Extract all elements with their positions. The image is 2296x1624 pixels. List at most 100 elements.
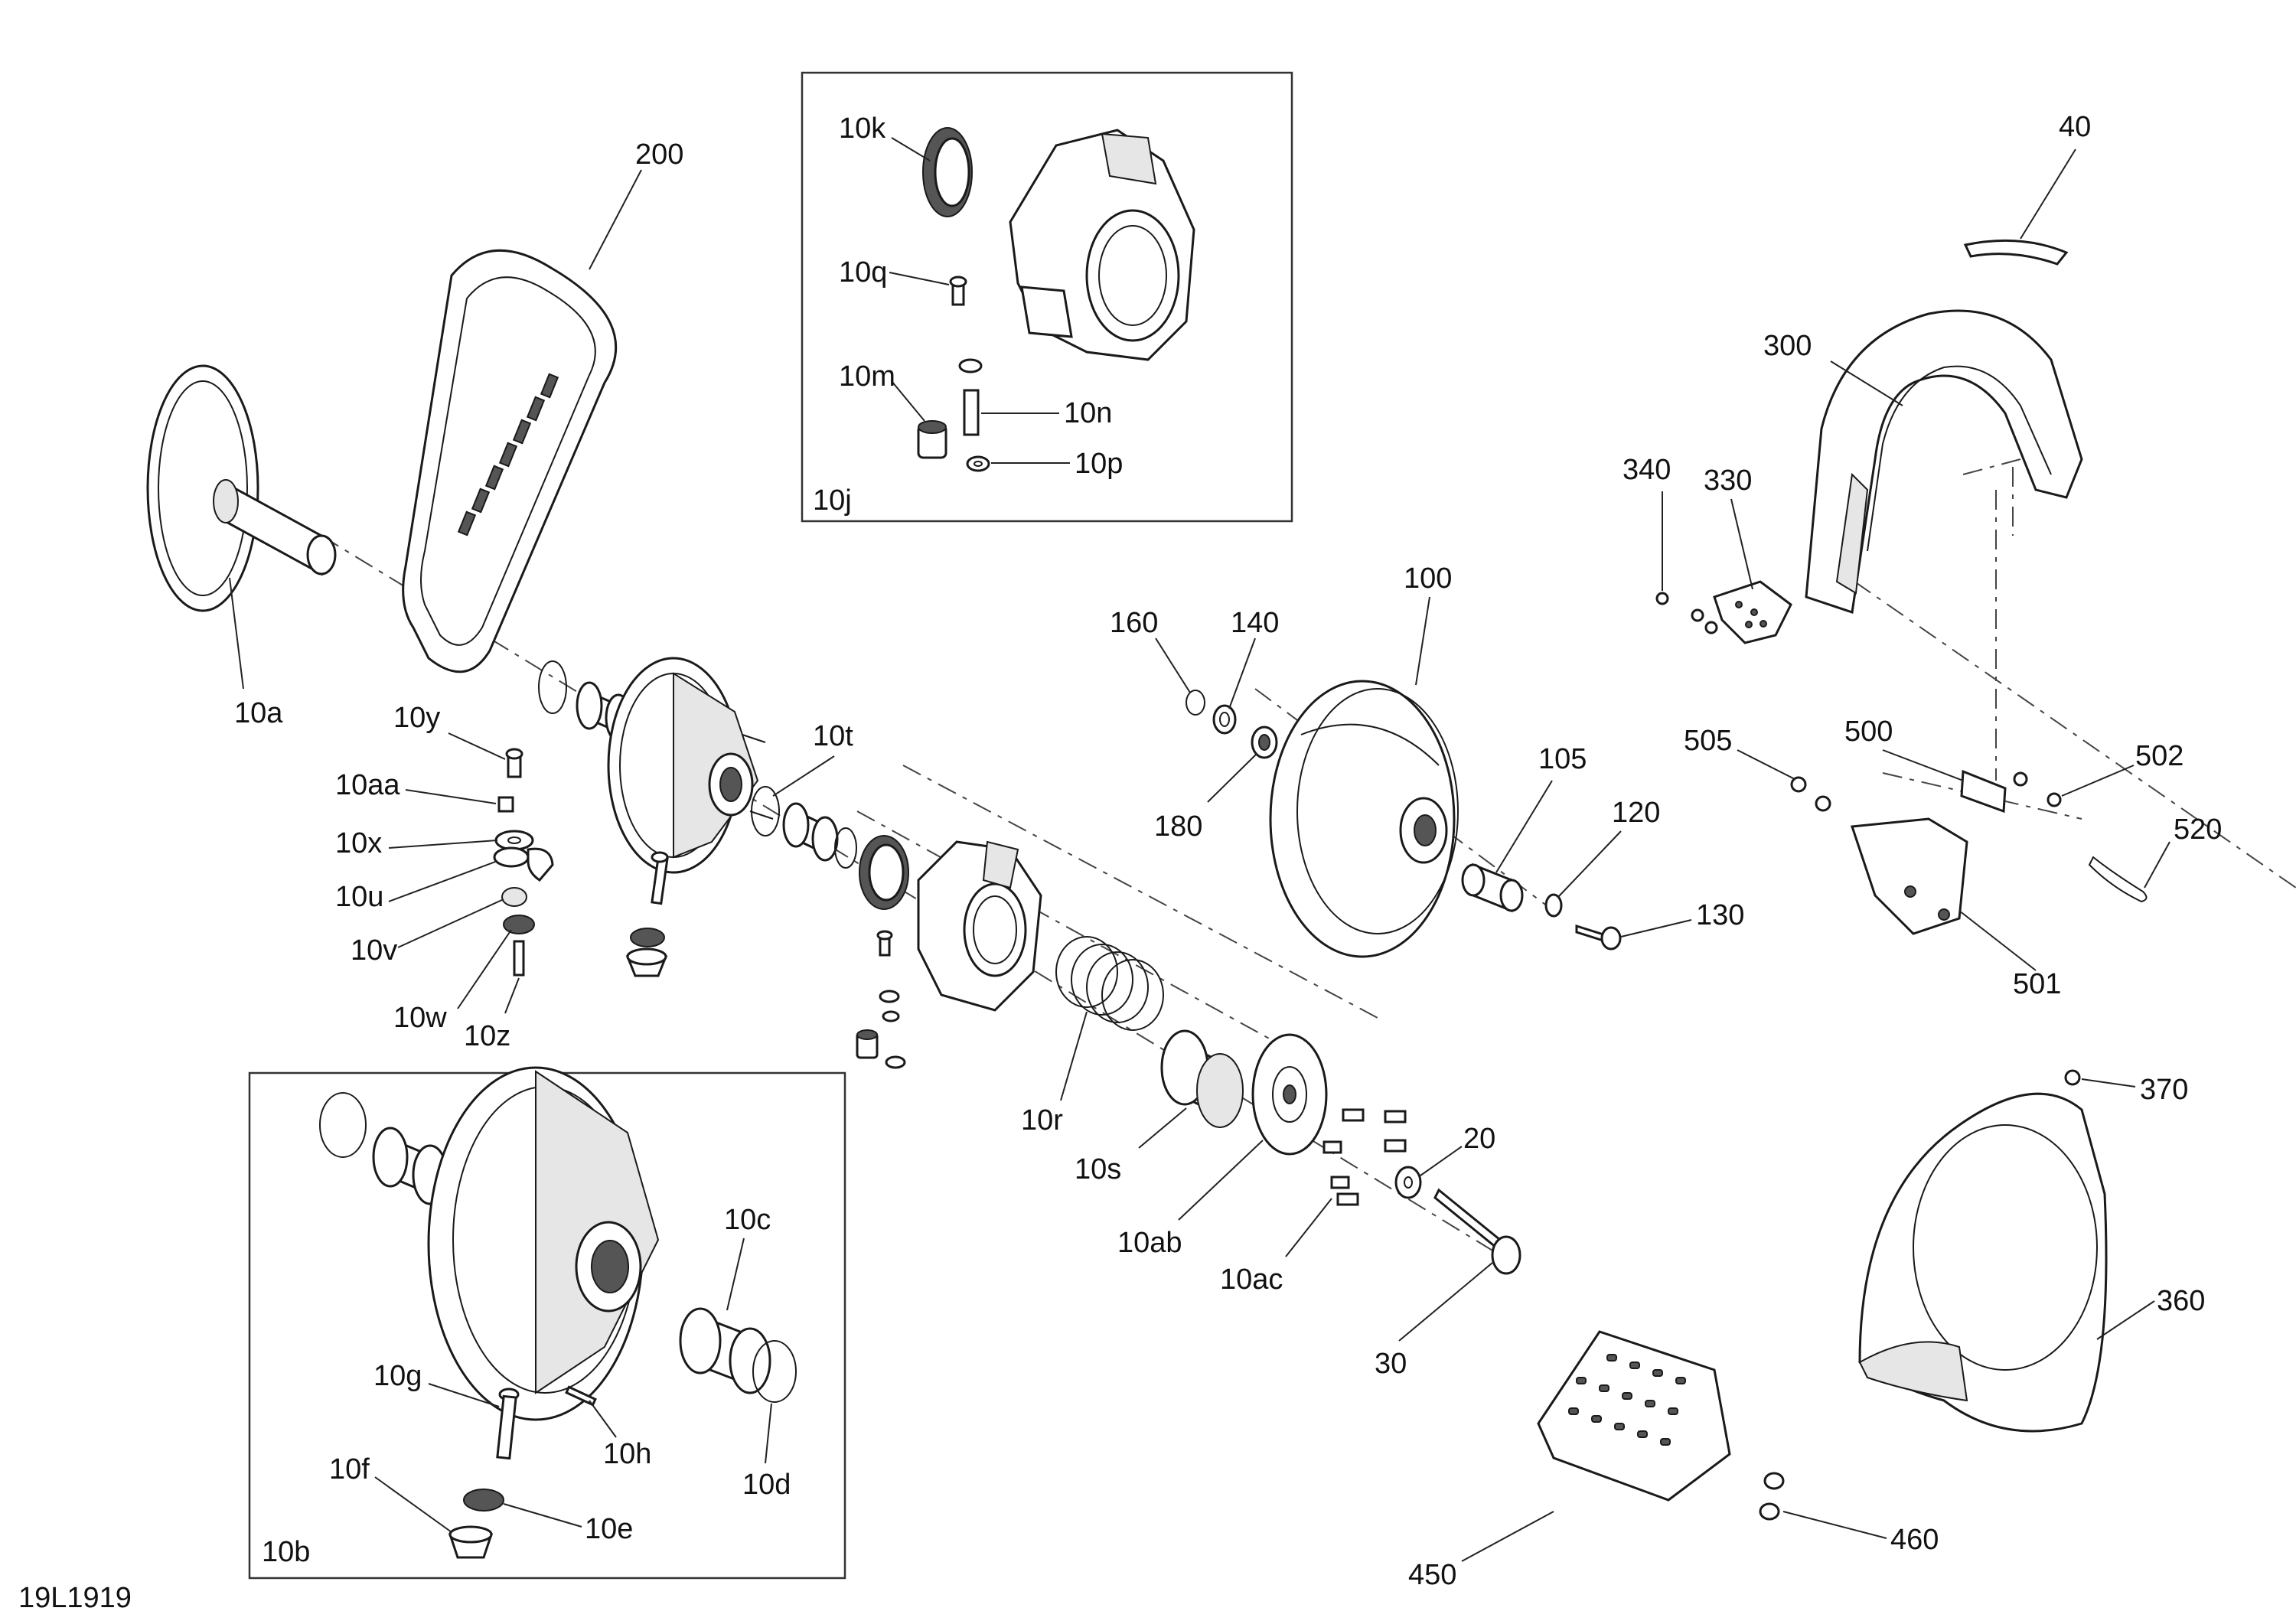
part-10h-pin xyxy=(565,1385,597,1407)
callout-330: 330 xyxy=(1704,465,1752,497)
part-10s-cap xyxy=(1160,1029,1244,1128)
callout-180: 180 xyxy=(1154,810,1202,843)
part-snap-ring-left xyxy=(538,660,567,714)
callout-30: 30 xyxy=(1375,1348,1407,1380)
callout-labels: 200 10a 10k 10q 10m 10n 10p 40 300 340 3… xyxy=(234,111,2222,1591)
callout-10ac: 10ac xyxy=(1220,1264,1283,1296)
callout-10w: 10w xyxy=(393,1002,447,1034)
callout-10aa: 10aa xyxy=(335,769,400,801)
callout-502: 502 xyxy=(2135,740,2183,772)
callout-450: 450 xyxy=(1408,1559,1456,1591)
part-10k-seal xyxy=(922,127,973,217)
part-130-bolt xyxy=(1575,924,1622,951)
part-10z-pin xyxy=(513,940,525,977)
callout-10e: 10e xyxy=(585,1513,633,1545)
inset-label-10b: 10b xyxy=(262,1536,310,1568)
part-340-nuts xyxy=(1655,592,1718,634)
part-10v-roller xyxy=(501,887,527,907)
callout-105: 105 xyxy=(1538,743,1587,775)
part-10c-bushing xyxy=(679,1307,771,1394)
part-160-ring xyxy=(1186,690,1205,716)
callout-340: 340 xyxy=(1623,454,1671,486)
callout-360: 360 xyxy=(2157,1285,2205,1317)
callout-10r: 10r xyxy=(1021,1104,1063,1136)
callout-140: 140 xyxy=(1231,607,1279,639)
part-10x-washer xyxy=(494,830,534,851)
part-roller-under-sheave xyxy=(625,928,668,977)
callout-10n: 10n xyxy=(1064,397,1112,429)
part-10w-spring xyxy=(503,915,535,934)
callout-leader-lines xyxy=(229,137,2170,1562)
part-10b-snap-ring xyxy=(319,1092,367,1158)
part-500-bracket xyxy=(1960,769,2007,814)
callout-520: 520 xyxy=(2174,814,2222,846)
callout-10z: 10z xyxy=(464,1020,510,1052)
part-10q-screw xyxy=(949,276,967,306)
part-10m-roller xyxy=(917,420,947,459)
part-10u-weight xyxy=(493,846,554,882)
callout-10g: 10g xyxy=(373,1360,422,1392)
part-330-bracket xyxy=(1713,580,1792,644)
part-10f-slider xyxy=(448,1525,494,1559)
part-370-fastener xyxy=(2064,1069,2081,1086)
part-10aa-nut xyxy=(497,796,514,813)
part-501-plate xyxy=(1850,817,1968,935)
part-40-decal xyxy=(1963,239,2069,266)
part-snap-ring-center xyxy=(834,827,857,869)
part-120-washer xyxy=(1544,893,1563,918)
part-bushing-center xyxy=(782,802,839,862)
part-140-ring xyxy=(1212,704,1237,735)
part-300-guard-upper xyxy=(1805,309,2083,614)
callout-10m: 10m xyxy=(839,360,895,393)
part-100-driven-pulley xyxy=(1269,680,1459,958)
callout-10ab: 10ab xyxy=(1117,1227,1182,1259)
part-10p-washer xyxy=(966,455,990,472)
part-450-skid-plate xyxy=(1537,1330,1731,1502)
part-10r-spring xyxy=(1055,936,1164,1031)
callout-10c: 10c xyxy=(724,1204,771,1236)
callout-10s: 10s xyxy=(1075,1153,1121,1185)
callout-10f: 10f xyxy=(329,1453,370,1485)
callout-130: 130 xyxy=(1696,899,1744,931)
part-20-washer xyxy=(1394,1166,1422,1199)
part-10t-snap-ring xyxy=(751,786,780,836)
callout-160: 160 xyxy=(1110,607,1158,639)
part-520-clip xyxy=(2088,856,2148,903)
callout-10x: 10x xyxy=(335,827,382,859)
callout-501: 501 xyxy=(2013,968,2061,1000)
part-10y-screw xyxy=(505,748,523,778)
callout-10y: 10y xyxy=(393,702,440,734)
callout-10d: 10d xyxy=(742,1469,791,1501)
part-30-bolt xyxy=(1433,1188,1521,1275)
callout-10q: 10q xyxy=(839,256,887,289)
part-10j-spider-housing xyxy=(1009,129,1195,361)
callout-370: 370 xyxy=(2140,1074,2188,1106)
part-105-spacer xyxy=(1461,863,1524,913)
callout-10h: 10h xyxy=(603,1438,651,1470)
callout-10a: 10a xyxy=(234,697,283,729)
callout-200: 200 xyxy=(635,139,683,171)
part-10k-seal-center xyxy=(859,835,909,910)
callout-10u: 10u xyxy=(335,881,383,913)
inset-frame-10j xyxy=(801,71,1293,523)
part-spider-washers xyxy=(879,990,906,1069)
part-10n-pin xyxy=(958,358,983,436)
part-10e-roller xyxy=(463,1489,504,1511)
part-spider-screw xyxy=(876,930,893,957)
callout-120: 120 xyxy=(1612,797,1660,829)
inset-label-10j: 10j xyxy=(813,484,852,517)
part-460-bolts xyxy=(1759,1472,1785,1521)
callout-300: 300 xyxy=(1763,330,1812,362)
part-505-nuts xyxy=(1790,776,1831,812)
part-movable-sheave xyxy=(607,657,774,874)
diagram-id: 19L1919 xyxy=(18,1582,132,1614)
part-spider-center xyxy=(917,840,1042,1012)
callout-500: 500 xyxy=(1844,716,1893,748)
assembly-axis-lines xyxy=(321,458,2296,1256)
callout-10p: 10p xyxy=(1075,448,1123,480)
part-10ac-screws xyxy=(1322,1108,1407,1206)
callout-20: 20 xyxy=(1463,1123,1495,1155)
part-10ab-cover xyxy=(1251,1033,1328,1156)
part-360-guard-lower xyxy=(1858,1092,2108,1433)
